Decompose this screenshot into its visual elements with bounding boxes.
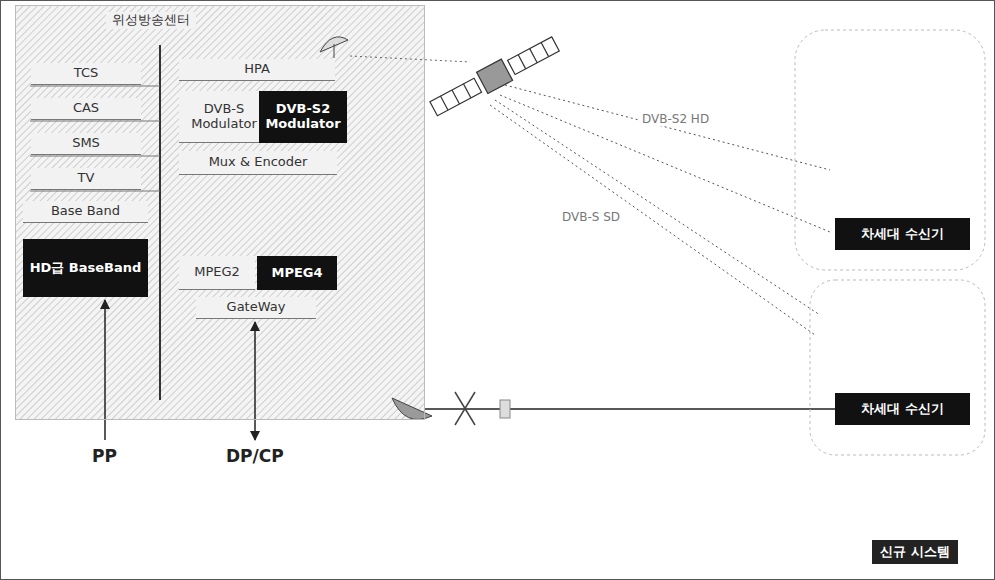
input-arrow [104, 300, 106, 440]
box-label: TV [78, 171, 95, 186]
bus-line [159, 45, 161, 400]
downlink-beams [490, 85, 830, 335]
box-label: MPEG4 [271, 266, 322, 281]
uplink-beam [350, 56, 470, 62]
io-label: DP/CP [226, 446, 284, 466]
system-box: CAS [31, 98, 141, 120]
system-box: Base Band [23, 201, 148, 223]
dish-antenna [392, 392, 510, 425]
separator-lines [30, 86, 160, 191]
receiver-region [795, 30, 985, 270]
beam-label: DVB-S SD [560, 210, 622, 224]
box-label: DVB-S Modulator [179, 102, 269, 132]
system-box: MPEG2 [179, 256, 255, 290]
beam-label: DVB-S2 HD [640, 112, 711, 126]
hatch-ground [15, 5, 425, 420]
new-system-box: HD급 BaseBand [23, 239, 148, 297]
system-box: DVB-S Modulator [179, 91, 269, 143]
receiver-box: 차세대 수신기 [835, 393, 970, 425]
new-system-box: DVB-S2 Modulator [259, 91, 347, 143]
system-box: Mux & Encoder [179, 151, 337, 175]
legend-swatch: 신규 시스템 [872, 540, 958, 564]
system-box: SMS [31, 133, 141, 155]
legend-text: 신규 시스템 [880, 544, 950, 559]
box-label: MPEG2 [194, 265, 240, 280]
box-label: GateWay [227, 300, 286, 315]
box-label: TCS [74, 66, 99, 81]
satellite [428, 33, 561, 119]
system-box: TV [31, 168, 141, 190]
io-arrow [254, 322, 256, 440]
center-panel: 위성방송센터 TCS CAS SMS TV Base BandHD급 BaseBand HP… [15, 5, 425, 420]
uplink-antenna [320, 37, 348, 58]
box-label: 차세대 수신기 [861, 227, 944, 242]
box-label: Mux & Encoder [209, 155, 308, 170]
panel-title: 위성방송센터 [106, 12, 196, 29]
system-box: GateWay [196, 297, 316, 319]
receiver-region [810, 280, 985, 455]
box-label: DVB-S2 Modulator [259, 102, 347, 132]
box-label: CAS [73, 101, 99, 116]
box-label: 차세대 수신기 [861, 402, 944, 417]
receiver-box: 차세대 수신기 [835, 218, 970, 250]
new-system-box: MPEG4 [257, 256, 337, 290]
system-box: HPA [179, 59, 335, 81]
io-label: PP [92, 446, 117, 466]
box-label: SMS [72, 136, 100, 151]
box-label: Base Band [51, 204, 120, 219]
system-box: TCS [31, 63, 141, 85]
box-label: HD급 BaseBand [30, 261, 142, 276]
box-label: HPA [244, 62, 270, 77]
